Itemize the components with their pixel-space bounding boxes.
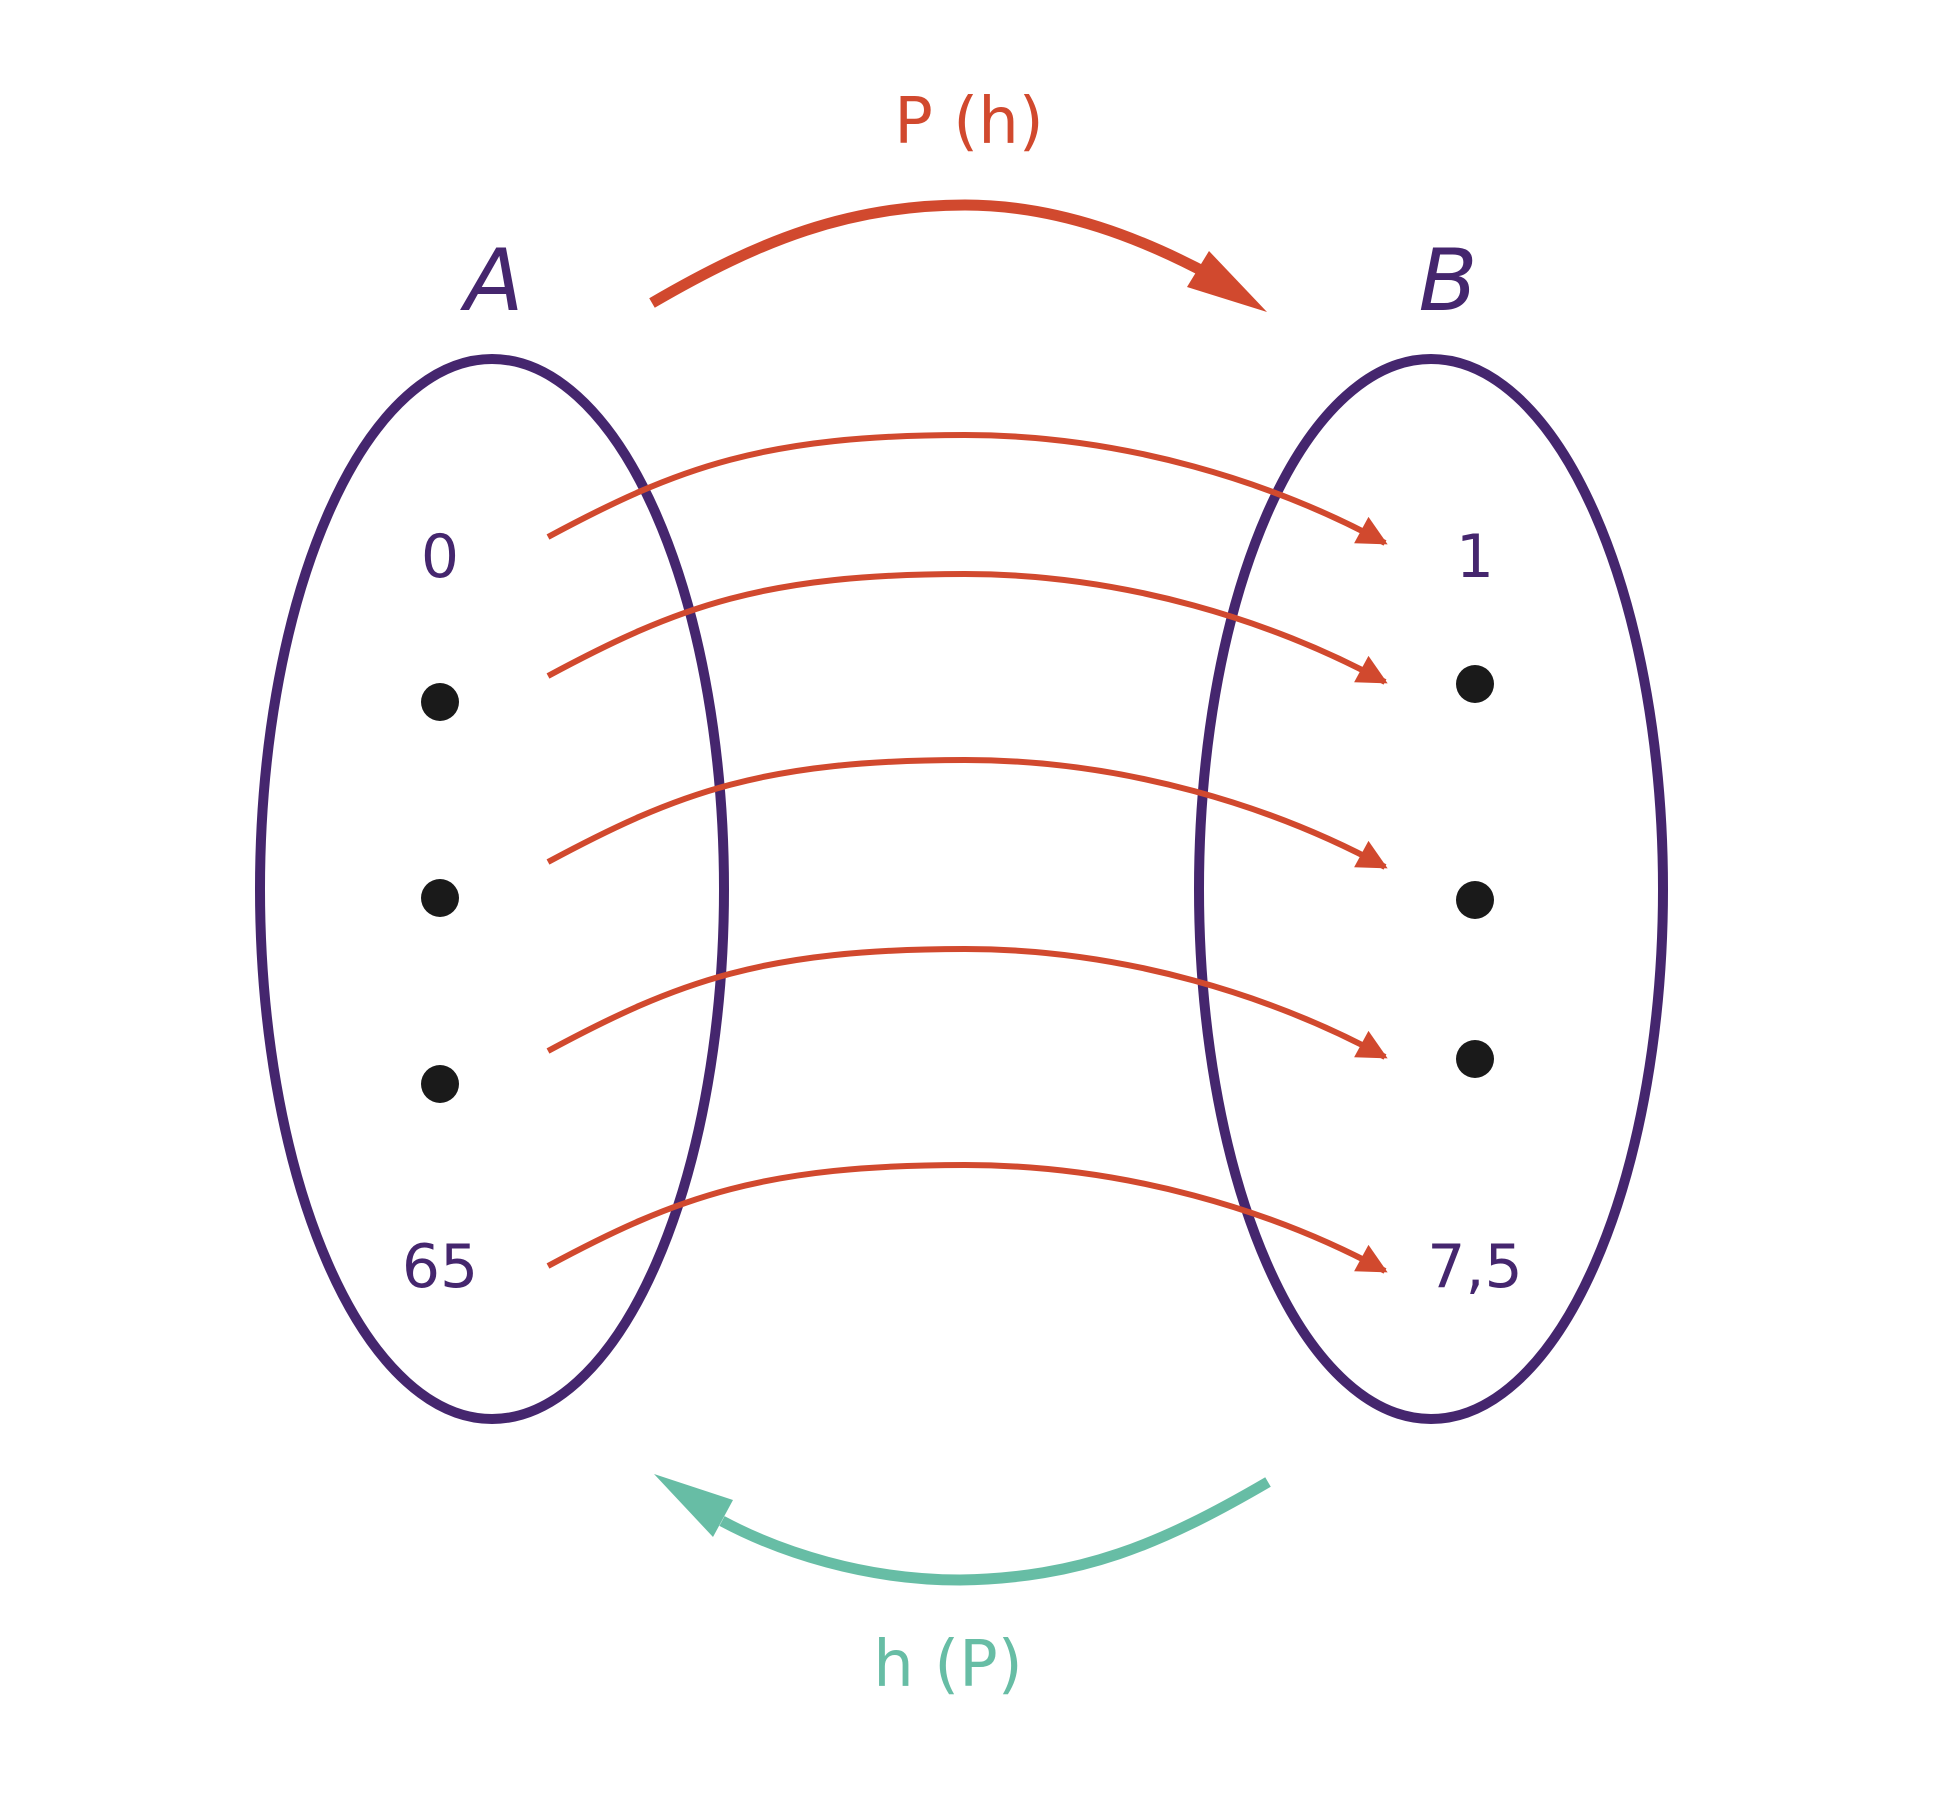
set-a-ellipse <box>255 354 729 1424</box>
set-a-elements: 0 65 <box>402 522 478 1302</box>
element-mapping-arrow <box>546 570 1388 685</box>
element-mapping-arrows <box>546 431 1388 1274</box>
set-b-element-dot <box>1456 1040 1494 1078</box>
set-b-element-dot <box>1456 665 1494 703</box>
set-a-label: A <box>460 231 524 331</box>
set-a-element-dot <box>421 879 459 917</box>
element-mapping-arrow <box>546 431 1388 546</box>
set-b-element-label: 1 <box>1456 522 1494 592</box>
forward-mapping-arrow <box>649 199 1215 308</box>
set-b-elements: 17,5 <box>1427 522 1522 1302</box>
set-a-element-dot <box>421 683 459 721</box>
set-b-label: B <box>1419 231 1478 331</box>
element-mapping-arrow <box>546 756 1388 870</box>
forward-mapping-arrowhead <box>1187 251 1267 312</box>
forward-mapping-label: P (h) <box>894 85 1043 159</box>
set-b-element-dot <box>1456 881 1494 919</box>
set-b-element-label: 7,5 <box>1427 1232 1522 1302</box>
backward-mapping-arrow <box>719 1477 1271 1586</box>
set-a-element-dot <box>421 1065 459 1103</box>
backward-mapping-label: h (P) <box>873 1628 1022 1702</box>
set-a-element-label: 0 <box>421 522 459 592</box>
backward-mapping-arrowhead <box>654 1474 733 1537</box>
element-mapping-arrow <box>546 1161 1388 1274</box>
set-a-element-label: 65 <box>402 1232 478 1302</box>
set-b-ellipse <box>1194 354 1668 1424</box>
element-mapping-arrow <box>546 945 1388 1060</box>
